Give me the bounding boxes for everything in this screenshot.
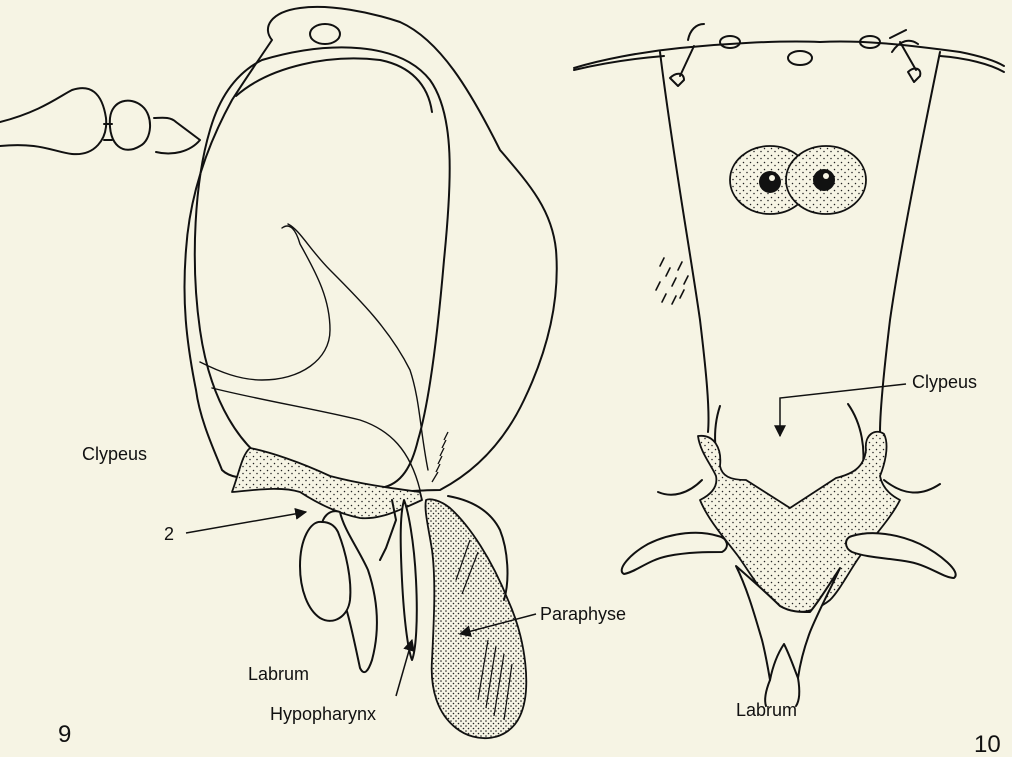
setae-marks [656, 258, 688, 304]
fig9-label-two: 2 [164, 524, 174, 544]
compound-eyes [730, 146, 866, 214]
compound-eye [195, 47, 450, 489]
figure-9-drawing [0, 7, 557, 738]
median-ocellus [788, 51, 812, 65]
figure-10-drawing [574, 24, 1004, 706]
fig10-label-labrum: Labrum [736, 700, 797, 720]
fig9-label-paraphyse: Paraphyse [540, 604, 626, 624]
hatch-mark [432, 432, 448, 482]
fig9-label-labrum: Labrum [248, 664, 309, 684]
fig10-arrow-clypeus [780, 384, 906, 436]
hypopharynx [401, 500, 417, 660]
head-capsule-outer [184, 7, 556, 492]
labral-wing-left [658, 480, 702, 495]
fig9-number: 9 [58, 721, 71, 748]
maxilla-right [846, 533, 956, 578]
tentorium [200, 226, 330, 380]
maxilla-left [622, 533, 727, 574]
fig9-arrow-hypopharynx [396, 640, 412, 696]
fig9-arrow-two [186, 512, 306, 533]
fig10-label-clypeus: Clypeus [912, 372, 977, 392]
fig9-label-clypeus: Clypeus [82, 444, 147, 464]
ocellus [310, 24, 340, 44]
paraphyse [425, 499, 526, 738]
eye-inner-rim [236, 59, 432, 113]
labrum-region [698, 432, 900, 612]
fig10-number: 10 [974, 731, 1001, 757]
frons-left-wall [660, 52, 709, 432]
antenna [0, 88, 200, 154]
fig9-label-hypopharynx: Hypopharynx [270, 704, 376, 724]
labral-wing-right [884, 480, 940, 493]
